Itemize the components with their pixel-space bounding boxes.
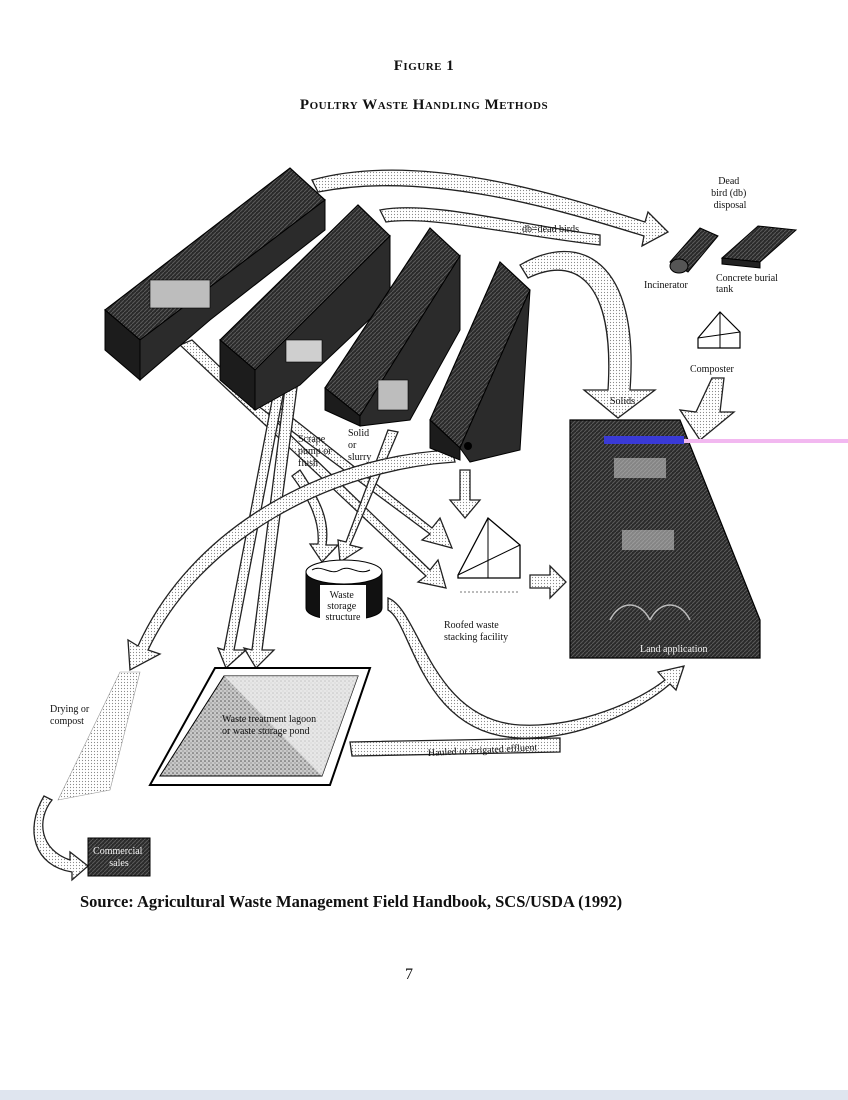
label-concrete-burial-tank: Concrete burial tank (716, 273, 780, 295)
arrow-drying-commercial (34, 796, 88, 880)
arrow-house4-solids (520, 251, 655, 418)
composter (698, 312, 740, 348)
label-solid-slurry: Solid or slurry (348, 428, 372, 463)
page-number: 7 (0, 966, 818, 984)
arrow-composter-land (680, 378, 734, 440)
label-dead-bird-disposal: Dead bird (db) disposal (711, 176, 749, 211)
drying-compost-pile (58, 672, 140, 800)
label-roofed-stacking: Roofed waste stacking facility (444, 620, 508, 643)
roofed-waste-stacking-facility (458, 518, 520, 592)
label-scrape-pump: Scrape pump or flush (298, 434, 334, 469)
label-composter: Composter (690, 364, 735, 375)
label-db-dead-birds: db=dead birds (522, 224, 579, 235)
incinerator (670, 228, 718, 273)
land-application-panel (570, 420, 760, 658)
concrete-burial-tank (722, 226, 796, 268)
label-lagoon: Waste treatment lagoon or waste storage … (222, 714, 319, 737)
arrow-stacking-land (530, 566, 566, 598)
label-incinerator: Incinerator (644, 280, 689, 291)
label-solids: Solids (610, 396, 635, 407)
commercial-sales-box (88, 838, 150, 876)
source-citation: Source: Agricultural Waste Management Fi… (80, 892, 622, 912)
label-drying-compost: Drying or compost (50, 704, 92, 727)
arrow-house4-stacking (450, 470, 480, 518)
scan-edge (0, 1090, 848, 1100)
label-land-application: Land application (640, 644, 707, 655)
label-waste-storage: Waste storage structure (326, 590, 362, 623)
